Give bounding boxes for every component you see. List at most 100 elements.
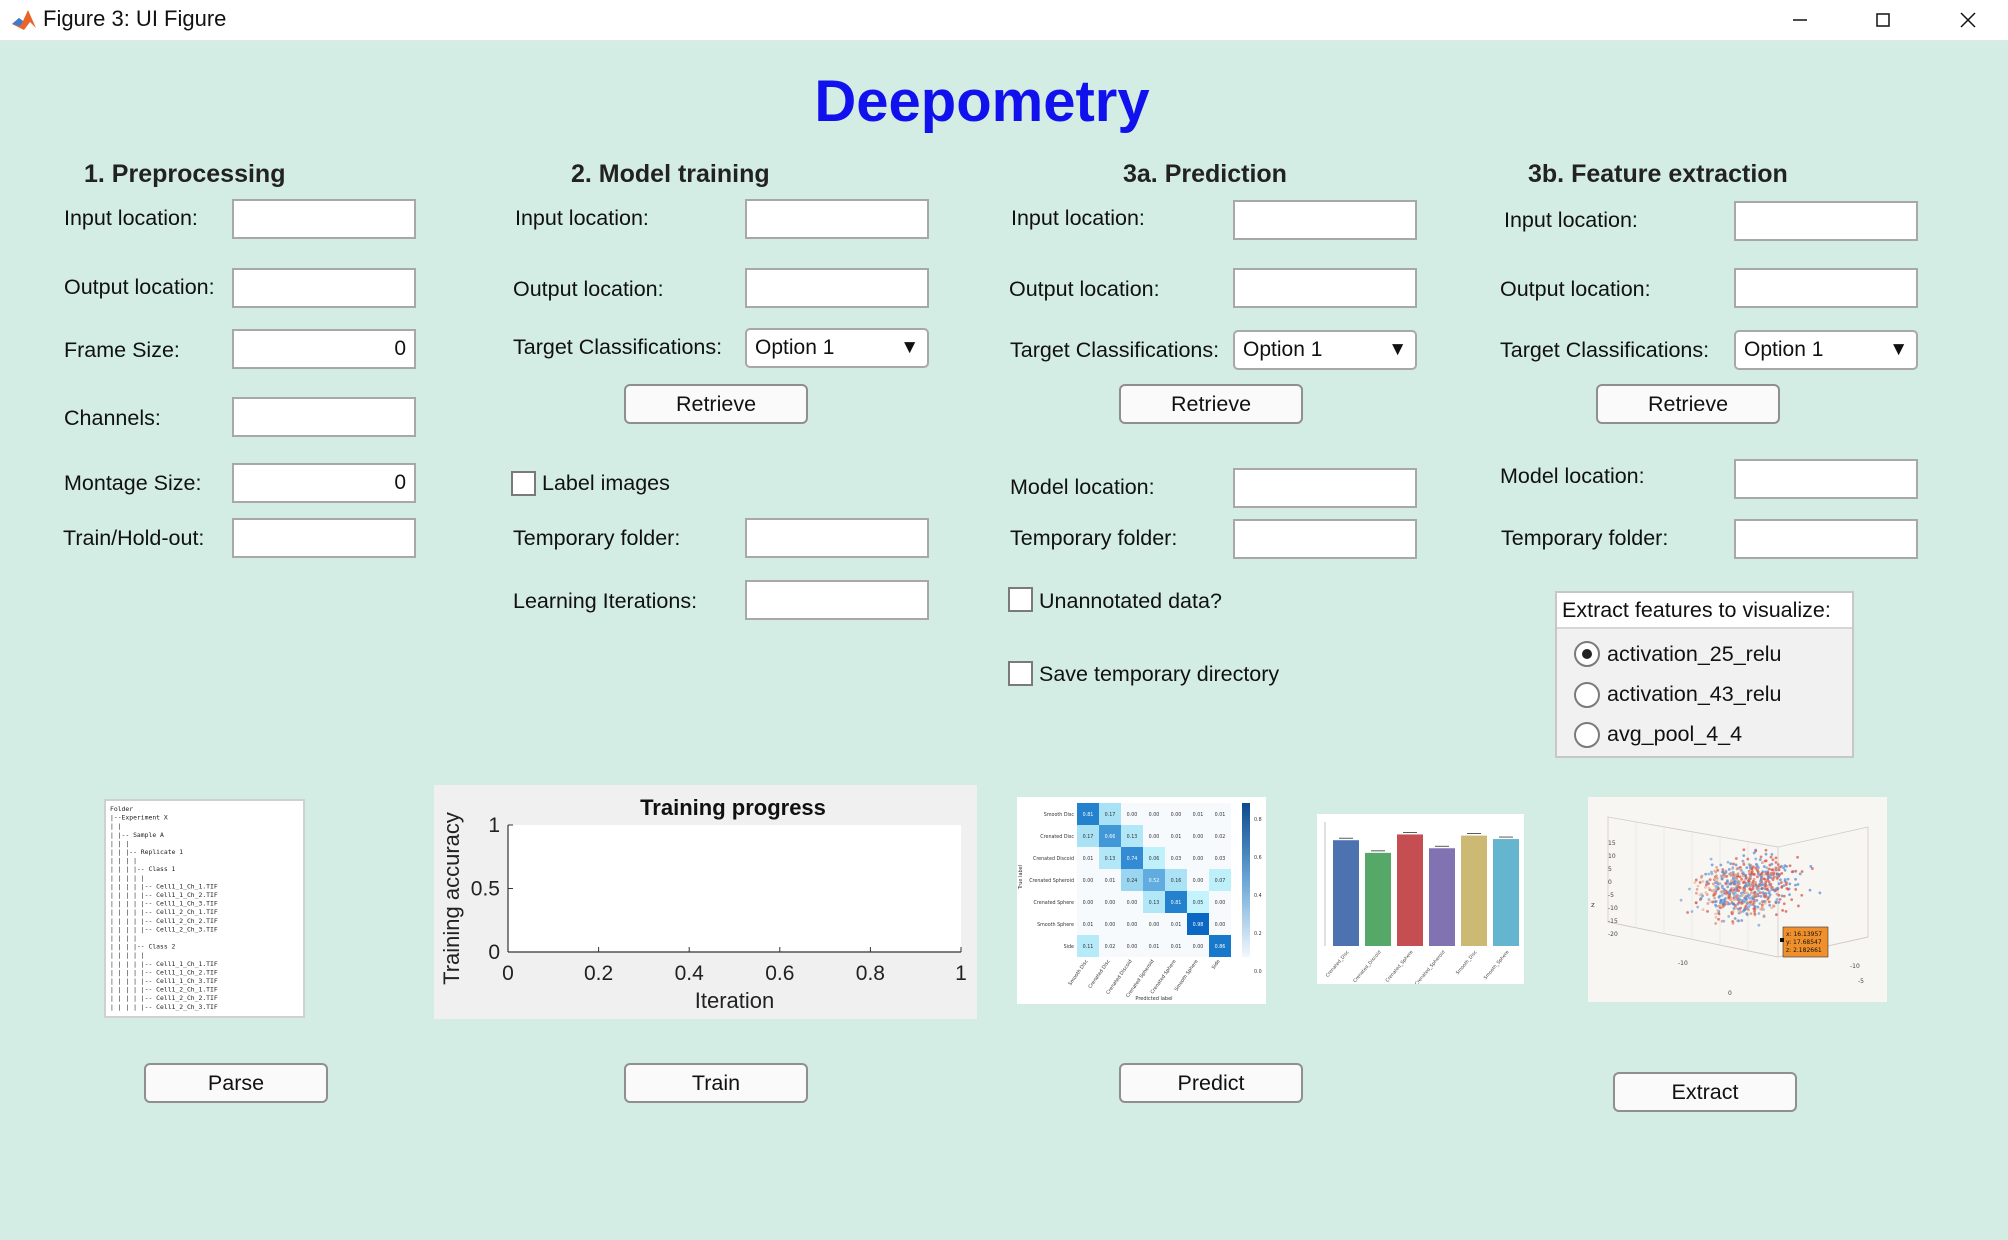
cm-row-label: Smooth Disc [1044,812,1075,818]
unannotated-checkbox[interactable] [1008,587,1033,612]
pred-temp-field[interactable] [1233,519,1417,559]
scatter-point [1758,902,1762,905]
scatter-point [1756,866,1760,870]
scatter-point [1788,882,1792,886]
pre-input-field[interactable] [232,199,416,239]
ext-input-field[interactable] [1734,201,1918,241]
tree-line: | | | | |-- Cell1_1_Ch_1.TIF [110,882,218,890]
scatter-point [1771,904,1775,907]
cm-value: 0.00 [1127,900,1138,906]
channels-field[interactable] [232,397,416,437]
predict-button[interactable]: Predict [1119,1063,1303,1103]
cm-cell [1187,825,1209,847]
radio-option-1[interactable] [1574,641,1600,667]
tree-line: | | [110,822,122,830]
scatter-point [1775,913,1778,917]
train-output-label: Output location: [513,277,664,301]
scatter-point [1751,865,1755,869]
scatter-point [1774,900,1778,904]
scatter-point [1726,860,1730,864]
extract-button[interactable]: Extract [1613,1072,1797,1112]
scatter-point [1764,892,1768,896]
save-temp-checkbox[interactable] [1008,661,1033,686]
scatter-point [1744,894,1748,898]
y-tick-label: 0.5 [471,878,500,901]
train-retrieve-button[interactable]: Retrieve [624,384,808,424]
scatter-point [1748,896,1752,900]
scatter-point [1730,878,1733,882]
scatter-point [1736,872,1740,876]
parse-button[interactable]: Parse [144,1063,328,1103]
x-tick-label: 1 [955,962,967,985]
scatter-point [1736,893,1739,897]
scatter-point [1723,899,1727,903]
cm-cell [1099,913,1121,935]
holdout-field[interactable] [232,518,416,558]
scatter-point [1731,870,1735,874]
scatter-z-tick: -10 [1608,905,1618,912]
scatter-point [1747,908,1750,912]
cm-value: 0.52 [1149,878,1160,884]
scatter-point [1711,882,1715,886]
train-temp-field[interactable] [745,518,929,558]
label-images-checkbox[interactable] [511,471,536,496]
close-button[interactable] [1928,0,2008,40]
scatter-point [1759,855,1763,859]
scatter-point [1707,882,1711,886]
scatter-point [1710,863,1714,867]
folder-structure-image: Folder |--Experiment X | | | |-- Sample … [104,799,305,1018]
scatter-point [1735,886,1739,890]
pred-retrieve-button[interactable]: Retrieve [1119,384,1303,424]
montage-size-field[interactable]: 0 [232,463,416,503]
scatter-point [1699,875,1703,879]
scatter-point [1808,888,1812,892]
scatter-point [1713,877,1717,881]
scatter-point [1727,915,1731,918]
train-target-dropdown[interactable]: Option 1 ▼ [745,328,929,368]
cm-cell [1165,825,1187,847]
scatter-point [1767,867,1771,871]
scatter-point [1739,866,1742,869]
frame-size-field[interactable]: 0 [232,329,416,369]
scatter-point [1775,874,1779,878]
scatter-y-tick: -5 [1858,978,1864,985]
iterations-field[interactable] [745,580,929,620]
pre-output-field[interactable] [232,268,416,308]
scatter-point [1736,902,1740,906]
ext-temp-field[interactable] [1734,519,1918,559]
scatter-point [1796,882,1800,886]
scatter-point [1717,917,1720,921]
train-output-field[interactable] [745,268,929,308]
scatter-point [1742,854,1746,858]
scatter-point [1688,887,1691,891]
scatter-point [1794,877,1797,881]
cm-cell [1099,935,1121,957]
radio-option-2[interactable] [1574,682,1600,708]
pred-input-field[interactable] [1233,200,1417,240]
scatter-point [1794,869,1798,873]
tree-line: | | | | |-- Cell1_1_Ch_2.TIF [110,891,218,899]
train-button[interactable]: Train [624,1063,808,1103]
pred-output-field[interactable] [1233,268,1417,308]
scatter-point [1767,900,1771,904]
save-temp-label: Save temporary directory [1039,662,1280,686]
scatter-point [1747,905,1751,909]
ext-output-field[interactable] [1734,268,1918,308]
ext-retrieve-button[interactable]: Retrieve [1596,384,1780,424]
scatter-point [1725,875,1729,878]
scatter-point [1704,872,1708,876]
minimize-button[interactable] [1760,0,1840,40]
scatter-point [1714,912,1718,916]
maximize-button[interactable] [1843,0,1923,40]
pred-target-dropdown[interactable]: Option 1 ▼ [1233,330,1417,370]
ext-target-dropdown[interactable]: Option 1 ▼ [1734,330,1918,370]
cm-value: 0.00 [1105,922,1116,928]
scatter-point [1753,907,1757,911]
train-input-field[interactable] [745,199,929,239]
bar-label: Crenated_Spheroid [1414,949,1447,984]
pred-model-field[interactable] [1233,468,1417,508]
radio-option-3[interactable] [1574,722,1600,748]
ext-model-field[interactable] [1734,459,1918,499]
